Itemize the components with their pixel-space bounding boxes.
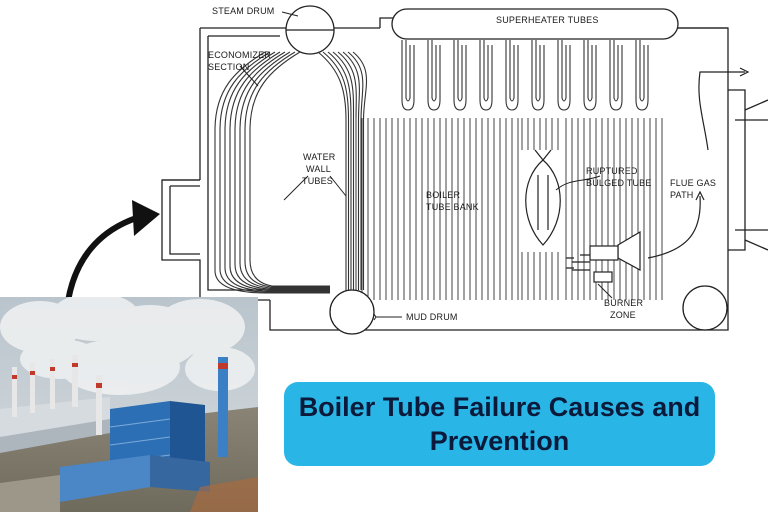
burner-icon	[566, 230, 641, 283]
label-tube-bank: TUBE BANK	[426, 202, 479, 212]
lower-drum-right	[682, 285, 728, 331]
casing-right	[670, 27, 746, 251]
label-flue-gas: FLUE GAS	[670, 178, 716, 188]
water-wall-tube	[229, 51, 330, 291]
water-wall-tube	[239, 51, 330, 289]
label-mud-drum: MUD DRUM	[406, 312, 458, 322]
steam-drum	[285, 5, 335, 55]
label-ruptured: RUPTURED	[586, 166, 638, 176]
riser-tube	[347, 51, 364, 290]
riser-tube	[317, 51, 347, 290]
riser-tube	[332, 51, 355, 290]
title-banner: Boiler Tube Failure Causes and Preventio…	[284, 382, 715, 466]
superheater-loop	[479, 40, 493, 111]
label-path: PATH	[670, 190, 693, 200]
label-steam-drum: STEAM DRUM	[212, 6, 275, 16]
superheater-drum	[391, 8, 679, 40]
superheater-loop	[427, 40, 441, 111]
label-superheater: SUPERHEATER TUBES	[496, 15, 599, 25]
label-zone: ZONE	[610, 310, 636, 320]
label-tubes: TUBES	[302, 176, 333, 186]
riser-tube	[342, 51, 360, 290]
superheater-loop	[635, 40, 649, 111]
label-economizer-section: SECTION	[208, 62, 249, 72]
label-burner: BURNER	[604, 298, 644, 308]
water-wall-tube	[244, 51, 330, 288]
label-wall: WALL	[306, 164, 331, 174]
label-boiler: BOILER	[426, 190, 461, 200]
superheater-loop	[531, 40, 545, 111]
boiler-tube-bank	[355, 118, 663, 300]
flue-gas-arrow	[647, 67, 750, 259]
inlet-duct	[162, 179, 200, 255]
superheater-loop	[453, 40, 467, 111]
banner-title: Boiler Tube Failure Causes and Preventio…	[298, 392, 701, 456]
ruptured-bulged-tube	[525, 149, 561, 246]
superheater-tubes	[401, 40, 649, 111]
water-wall-tube	[224, 51, 330, 292]
label-bulged-tube: BULGED TUBE	[586, 178, 652, 188]
superheater-loop	[401, 40, 415, 111]
label-water: WATER	[303, 152, 336, 162]
leader-lines	[239, 11, 613, 321]
riser-tube	[327, 51, 352, 290]
superheater-loop	[609, 40, 623, 111]
label-economizer: ECONOMIZER	[208, 50, 271, 60]
mud-drum	[329, 289, 375, 335]
superheater-loop	[505, 40, 519, 111]
water-wall-tube	[219, 51, 330, 293]
riser-tube	[352, 51, 368, 290]
power-plant-photo	[0, 297, 258, 512]
water-wall-tube	[249, 51, 330, 287]
superheater-loop	[557, 40, 571, 111]
outlet-duct	[735, 99, 768, 251]
riser-tube	[322, 51, 350, 290]
water-wall-tubes	[214, 51, 368, 294]
superheater-loop	[583, 40, 597, 111]
water-wall-tube	[234, 51, 330, 290]
water-wall-tube	[214, 51, 330, 294]
